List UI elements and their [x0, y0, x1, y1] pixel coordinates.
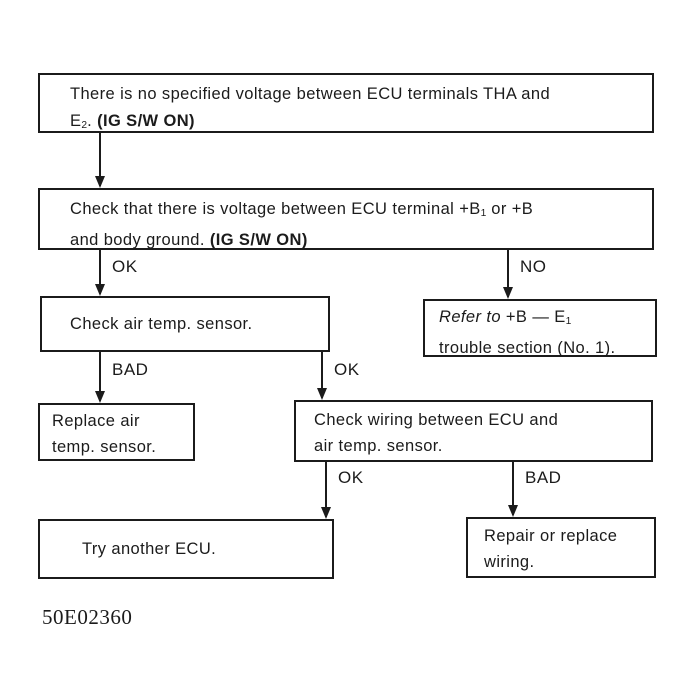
node-check-air-temp-sensor: Check air temp. sensor.: [40, 296, 330, 352]
connector-line: [507, 250, 509, 297]
node-check-wiring: Check wiring between ECU and air temp. s…: [294, 400, 653, 462]
arrow-down-icon: [508, 505, 518, 517]
edge-label-no: NO: [520, 257, 547, 276]
subscript: 1: [480, 208, 487, 220]
node-try-another-ecu: Try another ECU.: [38, 519, 334, 579]
arrow-down-icon: [95, 391, 105, 403]
edge-label-ok: OK: [112, 257, 138, 276]
node-text-line: Check wiring between ECU and: [314, 411, 559, 429]
node-text-line: wiring.: [484, 553, 535, 571]
connector-line: [321, 352, 323, 398]
connector-line: [99, 250, 101, 294]
node-refer-trouble-section: Refer to +B — E1 trouble section (No. 1)…: [423, 299, 657, 357]
arrow-down-icon: [95, 284, 105, 296]
node-replace-sensor: Replace air temp. sensor.: [38, 403, 195, 461]
node-text: Check air temp. sensor.: [70, 314, 253, 333]
node-text-line: E2. (IG S/W ON): [70, 112, 195, 132]
arrow-down-icon: [503, 287, 513, 299]
edge-label-ok: OK: [338, 468, 364, 487]
arrow-down-icon: [321, 507, 331, 519]
subscript: 2: [81, 120, 88, 132]
edge-label-bad: BAD: [112, 360, 149, 379]
node-text-line: Repair or replace: [484, 527, 618, 545]
node-text: Try another ECU.: [82, 539, 217, 558]
connector-line: [99, 352, 101, 401]
node-check-voltage: Check that there is voltage between ECU …: [38, 188, 654, 250]
connector-line: [512, 462, 514, 515]
node-text-line: Refer to +B — E1: [439, 308, 572, 328]
edge-label-ok: OK: [334, 360, 360, 379]
arrow-down-icon: [95, 176, 105, 188]
node-text-line: air temp. sensor.: [314, 437, 443, 455]
node-text-line: and body ground. (IG S/W ON): [70, 231, 308, 250]
node-repair-wiring: Repair or replace wiring.: [466, 517, 656, 578]
node-text-line: Check that there is voltage between ECU …: [70, 200, 534, 220]
node-text-line: trouble section (No. 1).: [439, 339, 616, 358]
node-text-line: Replace air: [52, 412, 140, 430]
subscript: 1: [565, 316, 572, 328]
figure-code: 50E02360: [42, 605, 133, 629]
connector-line: [325, 462, 327, 517]
node-text-line: temp. sensor.: [52, 438, 157, 456]
node-no-specified-voltage: There is no specified voltage between EC…: [38, 73, 654, 133]
arrow-down-icon: [317, 388, 327, 400]
node-text-line: There is no specified voltage between EC…: [70, 85, 551, 103]
edge-label-bad: BAD: [525, 468, 562, 487]
connector-line: [99, 133, 101, 186]
